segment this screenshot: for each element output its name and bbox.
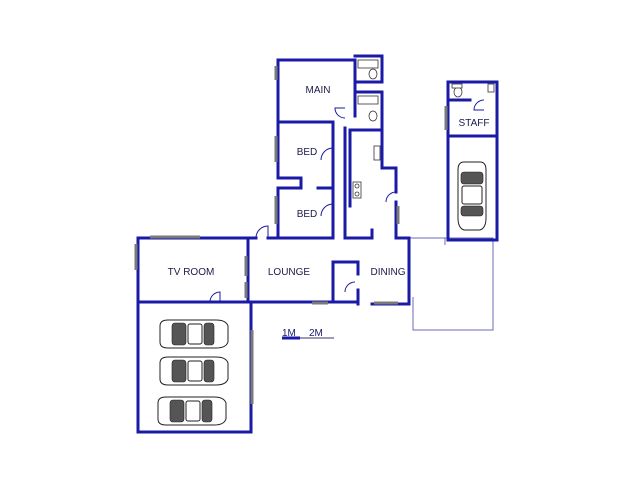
windows	[134, 66, 448, 404]
scale-bar: 1M 2M	[282, 328, 334, 340]
bathroom-fixtures	[357, 59, 495, 161]
scale-label-1m: 1M	[282, 328, 296, 339]
room-label-tv-room: TV ROOM	[168, 267, 215, 278]
car-icon	[159, 356, 229, 386]
doors	[209, 99, 485, 303]
house-walls	[136, 54, 411, 434]
car-icon	[159, 319, 229, 349]
room-label-main: MAIN	[306, 85, 331, 96]
paving-outline	[410, 237, 494, 331]
scale-label-2m: 2M	[309, 328, 323, 339]
staff-walls	[446, 80, 499, 242]
room-label-staff: STAFF	[459, 118, 490, 129]
room-label-bed-1: BED	[297, 147, 318, 158]
car-icon	[157, 396, 227, 426]
room-label-lounge: LOUNGE	[268, 267, 311, 278]
car-icon	[457, 161, 487, 231]
stove-icon	[352, 181, 362, 199]
room-label-bed-2: BED	[297, 209, 318, 220]
room-label-dining: DINING	[371, 267, 406, 278]
